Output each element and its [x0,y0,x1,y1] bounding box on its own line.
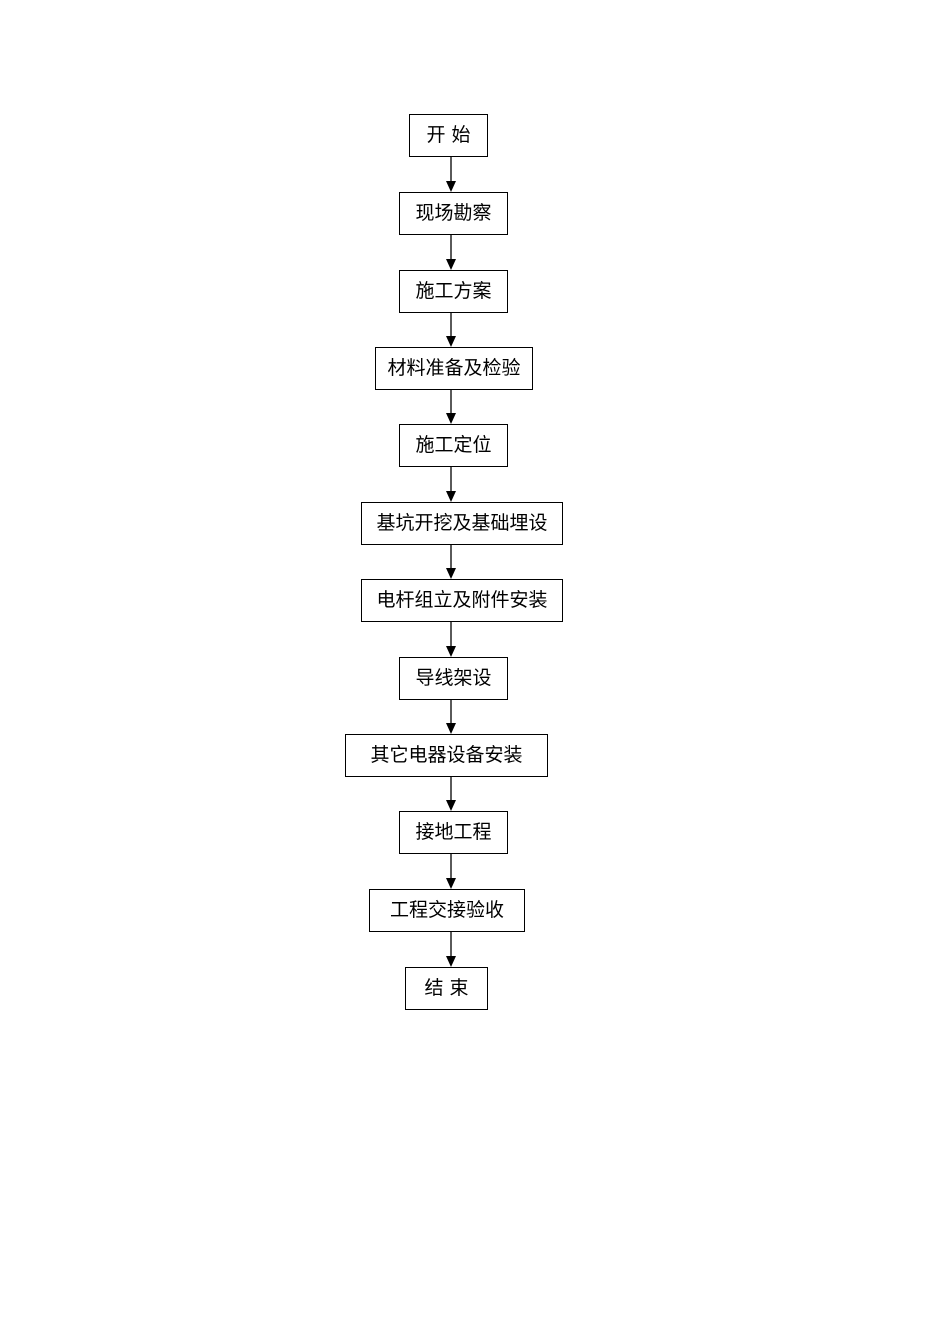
flow-step-construction-plan: 施工方案 [399,270,508,313]
flow-step-equipment-install: 其它电器设备安装 [345,734,548,777]
arrowhead [446,336,456,347]
flow-step-handover: 工程交接验收 [369,889,525,932]
flow-step-excavation: 基坑开挖及基础埋设 [361,502,563,545]
arrowhead [446,646,456,657]
arrowhead [446,878,456,889]
flow-step-start: 开 始 [409,114,488,157]
arrowhead [446,259,456,270]
arrowhead [446,800,456,811]
flow-step-wire-stringing: 导线架设 [399,657,508,700]
arrowhead [446,723,456,734]
flow-step-positioning: 施工定位 [399,424,508,467]
arrowhead [446,491,456,502]
flow-step-end: 结 束 [405,967,488,1010]
flow-step-site-survey: 现场勘察 [399,192,508,235]
arrowhead [446,568,456,579]
arrowhead [446,956,456,967]
flow-step-grounding: 接地工程 [399,811,508,854]
arrowhead [446,413,456,424]
arrowhead [446,181,456,192]
flow-step-material-prep: 材料准备及检验 [375,347,533,390]
flow-step-pole-erection: 电杆组立及附件安装 [361,579,563,622]
